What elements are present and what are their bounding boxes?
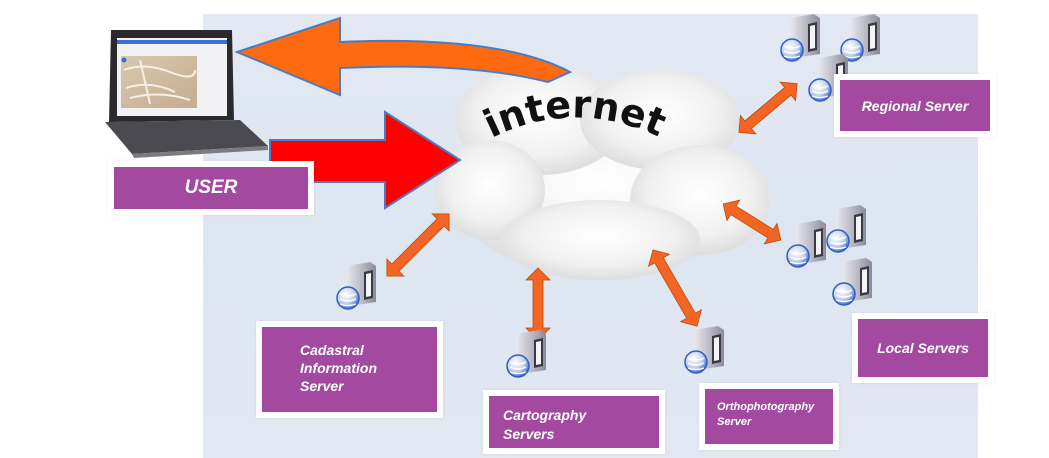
cadastral-label-line: Server [300, 378, 344, 394]
cartography-label-line: Cartography [503, 407, 587, 423]
laptop-icon [105, 30, 268, 158]
cartography-server-icon [506, 329, 547, 378]
server-database-icon [832, 257, 873, 306]
orthophotography-label-line: Server [717, 416, 752, 428]
link-arrow-regional [738, 81, 798, 135]
response-arrow [234, 16, 573, 97]
cartography-label-line: Servers [503, 426, 555, 442]
regional-server-label: Regional Server [834, 74, 996, 137]
orthophotography-label-line: Orthophotography [717, 401, 815, 413]
link-arrow-local [722, 199, 782, 245]
link-arrow-orthophotography [647, 249, 703, 327]
orthophotography-server-label: Orthophotography Server [699, 383, 839, 450]
cadastral-label-line: Cadastral [300, 342, 364, 358]
server-database-icon [786, 219, 827, 268]
regional-server-label-text: Regional Server [861, 97, 969, 114]
orthophotography-server-icon [684, 325, 725, 374]
server-database-icon [826, 204, 867, 253]
link-arrow-cartography [525, 267, 551, 341]
cadastral-server-icon [336, 261, 377, 310]
cartography-servers-label: Cartography Servers [483, 390, 665, 454]
server-database-icon [780, 13, 821, 62]
local-servers-label-text: Local Servers [877, 340, 969, 356]
server-database-icon [840, 13, 881, 62]
user-label: USER [108, 161, 314, 215]
user-label-text: USER [184, 177, 238, 198]
link-arrow-cadastral [386, 213, 450, 277]
cadastral-label-line: Information [300, 360, 377, 376]
local-server-group [786, 204, 873, 306]
local-servers-label: Local Servers [852, 313, 994, 383]
cadastral-server-label: Cadastral Information Server [256, 321, 443, 418]
